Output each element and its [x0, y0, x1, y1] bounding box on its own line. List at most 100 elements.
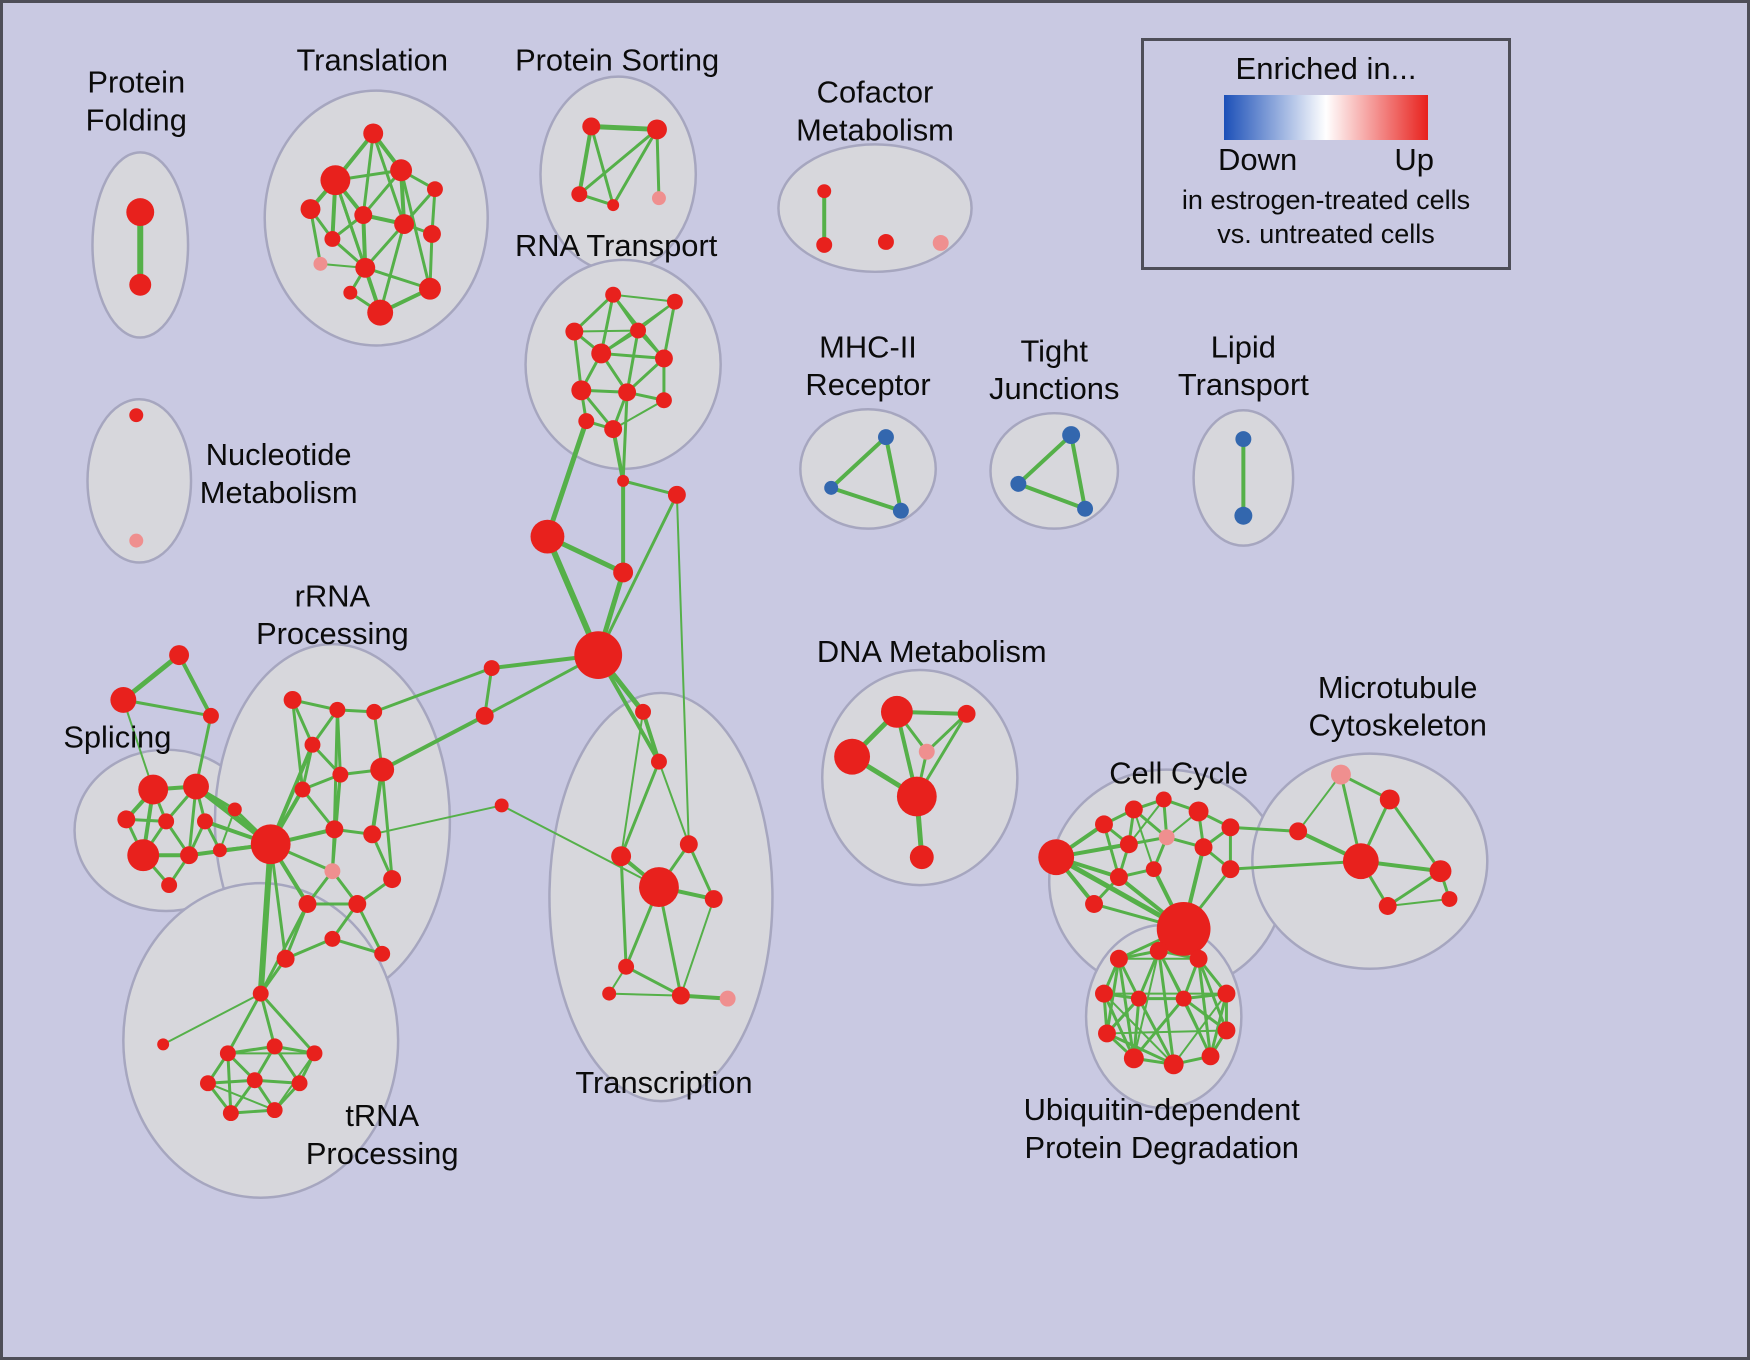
- network-node: [1330, 764, 1351, 785]
- network-edge: [1102, 992, 1136, 1060]
- network-node: [1289, 822, 1308, 841]
- network-node: [276, 949, 295, 968]
- network-node: [212, 843, 227, 858]
- network-node: [618, 383, 637, 402]
- network-node: [817, 184, 832, 199]
- network-node: [283, 690, 302, 709]
- network-node: [355, 257, 376, 278]
- network-edge: [226, 992, 263, 1055]
- network-node: [250, 824, 291, 865]
- network-edge: [363, 266, 432, 291]
- network-edge: [1228, 859, 1363, 871]
- network-edge: [588, 123, 660, 132]
- legend-caption-line2: vs. untreated cells: [1217, 219, 1435, 249]
- network-node: [1163, 1054, 1184, 1075]
- cluster-label-tight-junctions: Tight: [1020, 333, 1088, 368]
- network-node: [604, 420, 623, 439]
- cluster-label-transcription: Transcription: [575, 1065, 752, 1100]
- network-edge: [162, 992, 262, 1046]
- network-edge: [1016, 433, 1074, 486]
- network-edge: [829, 485, 903, 513]
- network-edge: [577, 127, 659, 196]
- cluster-label-microtubule-cytoskeleton: Microtubule: [1318, 670, 1478, 705]
- network-node: [1429, 860, 1452, 883]
- network-node: [1201, 1047, 1220, 1066]
- network-edge: [621, 479, 679, 497]
- network-node: [877, 233, 894, 250]
- network-node: [602, 986, 617, 1001]
- network-node: [1221, 860, 1240, 879]
- network-edge: [500, 804, 660, 889]
- network-node: [161, 877, 178, 894]
- network-edge: [608, 992, 682, 997]
- cluster-ellipse-trna-processing: [122, 881, 400, 1199]
- network-node: [129, 408, 144, 423]
- network-node: [158, 813, 175, 830]
- network-node: [475, 706, 494, 725]
- network-node: [1010, 475, 1027, 492]
- network-node: [304, 736, 321, 753]
- cluster-label-cofactor-metabolism: Metabolism: [796, 112, 954, 147]
- network-node: [294, 781, 311, 798]
- network-edge: [1386, 898, 1451, 907]
- network-edge: [620, 710, 645, 858]
- network-node: [909, 845, 934, 870]
- network-edge: [372, 666, 494, 714]
- network-node: [1077, 500, 1094, 517]
- network-edge: [1127, 798, 1165, 846]
- network-node: [266, 1038, 283, 1055]
- network-node: [252, 985, 269, 1002]
- network-node: [494, 798, 509, 813]
- network-node: [266, 1102, 283, 1119]
- network-node: [834, 738, 871, 775]
- network-node: [197, 813, 213, 830]
- network-node: [571, 380, 592, 401]
- network-node: [565, 322, 584, 341]
- network-edge: [1197, 957, 1228, 1032]
- network-node: [1342, 843, 1379, 880]
- cluster-label-trna-processing: tRNA: [345, 1098, 419, 1133]
- network-node: [183, 773, 209, 800]
- cluster-label-cofactor-metabolism: Cofactor: [817, 75, 934, 110]
- network-node: [1188, 801, 1209, 822]
- network-node: [824, 480, 839, 495]
- network-node: [110, 686, 137, 713]
- network-node: [180, 846, 198, 865]
- cluster-label-nucleotide-metabolism: Nucleotide: [206, 437, 352, 472]
- cluster-label-rrna-processing: rRNA: [295, 578, 371, 613]
- network-node: [1062, 426, 1081, 445]
- network-edge: [259, 992, 316, 1055]
- network-node: [1234, 506, 1253, 525]
- network-edge: [122, 698, 155, 791]
- network-edge: [1132, 997, 1141, 1060]
- network-node: [126, 198, 155, 227]
- network-node: [1378, 897, 1397, 915]
- network-node: [1189, 949, 1208, 968]
- network-node: [1158, 829, 1175, 846]
- network-node: [571, 186, 588, 203]
- network-node: [877, 429, 894, 446]
- cluster-label-ubiquitin-degradation: Protein Degradation: [1024, 1130, 1298, 1165]
- network-node: [1038, 839, 1075, 876]
- network-node: [483, 660, 500, 677]
- network-edge: [1069, 433, 1088, 511]
- network-node: [1441, 891, 1458, 907]
- cluster-label-protein-sorting: Protein Sorting: [515, 43, 719, 78]
- network-node: [635, 703, 651, 720]
- network-edge: [675, 493, 690, 846]
- network-node: [129, 273, 152, 296]
- network-edge: [121, 698, 213, 718]
- network-node: [1130, 990, 1147, 1007]
- network-node: [605, 286, 622, 303]
- network-node: [332, 766, 349, 783]
- network-node: [932, 234, 949, 251]
- network-node: [651, 191, 666, 206]
- network-node: [324, 930, 341, 947]
- cluster-label-mhc-ii-receptor: MHC-II: [819, 329, 917, 364]
- network-node: [374, 945, 391, 962]
- network-node: [530, 519, 565, 554]
- network-node: [630, 322, 647, 339]
- network-node: [138, 774, 169, 805]
- network-edge: [687, 842, 716, 901]
